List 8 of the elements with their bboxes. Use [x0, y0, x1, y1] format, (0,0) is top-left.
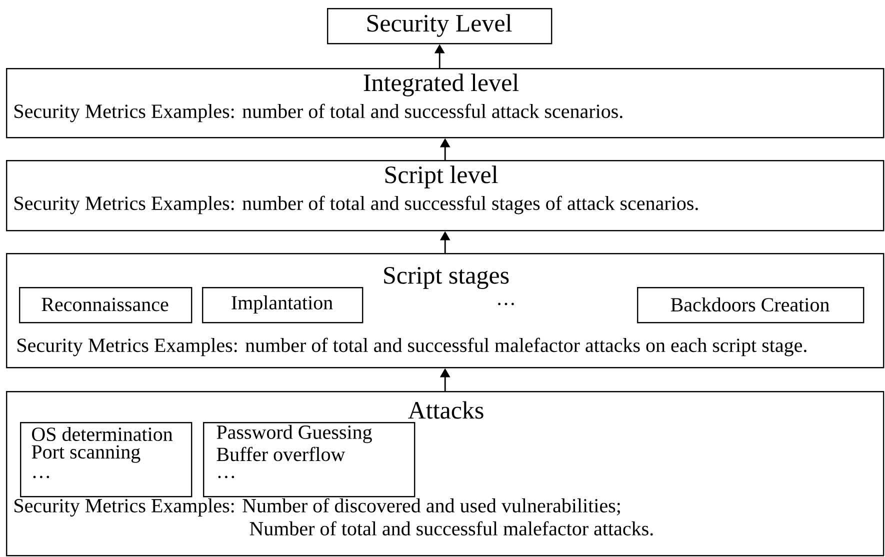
- level-panel: Integrated level Security Metrics Examples: number of total and successful attack scenarios.: [6, 68, 884, 138]
- level-panel: Script level Security Metrics Examples: number of total and successful stages of attack scenarios.: [6, 160, 884, 232]
- attack-box: OS determination Port scanning …: [20, 422, 192, 498]
- stage-box: Backdoors Creation: [637, 287, 864, 324]
- title-box: Security Level: [327, 8, 552, 44]
- attack-box: Password Guessing Buffer overflow …: [203, 422, 416, 498]
- stage-box: Implantation: [202, 287, 364, 324]
- stage-box: Reconnaissance: [19, 287, 192, 324]
